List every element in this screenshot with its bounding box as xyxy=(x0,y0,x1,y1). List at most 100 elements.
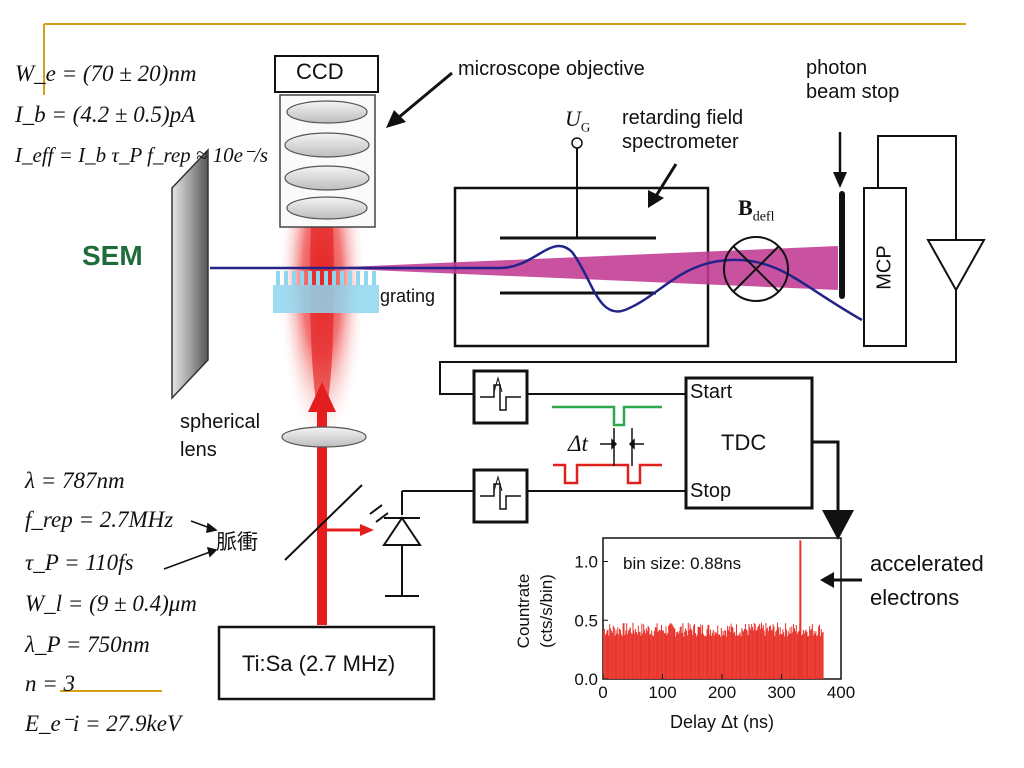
hist-bar xyxy=(690,628,692,679)
hist-bar xyxy=(625,630,627,679)
discriminator-start xyxy=(472,369,529,425)
hist-bar xyxy=(731,626,733,679)
hist-bar xyxy=(795,624,797,679)
hist-bar xyxy=(672,626,674,679)
hist-bar xyxy=(806,632,808,679)
photodiode-icon xyxy=(369,490,474,597)
photon-beam xyxy=(322,246,838,290)
start-label: Start xyxy=(690,381,733,403)
hist-bar xyxy=(772,624,774,679)
hist-bar xyxy=(737,635,739,679)
hist-bar xyxy=(647,625,649,679)
spherical-label-2: lens xyxy=(180,439,217,461)
hist-bar xyxy=(718,634,720,679)
hist-bar xyxy=(752,627,754,679)
grating-icon xyxy=(273,271,379,313)
hist-bar xyxy=(728,626,730,679)
hist-bar xyxy=(627,630,629,679)
param-taup: τ_P = 110fs xyxy=(25,550,134,575)
hist-bar xyxy=(721,635,723,679)
hist-bar xyxy=(652,635,654,679)
hist-bar xyxy=(727,626,729,679)
hist-bar xyxy=(674,628,676,679)
mcp-wiring xyxy=(439,135,986,395)
hist-bar xyxy=(669,623,671,679)
hist-bar xyxy=(666,634,668,679)
hist-bar xyxy=(725,630,727,679)
hist-bar xyxy=(782,629,784,679)
hist-bar xyxy=(744,623,746,679)
hist-bar xyxy=(614,635,616,679)
hist-bar xyxy=(738,634,740,679)
beam-splitter xyxy=(284,484,363,561)
hist-bar xyxy=(730,623,732,679)
hist-bar xyxy=(687,622,689,679)
accelerated-label-1: accelerated xyxy=(870,551,984,576)
hist-xtick-label: 0 xyxy=(598,683,607,702)
tdc-label: TDC xyxy=(721,430,767,455)
hist-bar xyxy=(651,630,653,679)
hist-bar xyxy=(719,634,721,679)
hist-bar xyxy=(740,636,742,679)
hist-bar xyxy=(644,633,646,679)
hist-bar xyxy=(724,629,726,679)
hist-bar xyxy=(689,624,691,679)
hist-bar xyxy=(661,624,663,679)
hist-bar xyxy=(817,634,819,679)
hist-bar xyxy=(636,634,638,679)
hist-bar xyxy=(801,635,803,679)
hist-bar xyxy=(732,627,734,679)
hist-bar xyxy=(783,632,785,679)
hist-bar xyxy=(709,634,711,679)
hist-bar xyxy=(609,624,611,679)
hist-bar xyxy=(743,631,745,679)
hist-bar xyxy=(640,635,642,679)
hist-ytick-label: 1.0 xyxy=(574,553,598,572)
hist-bar xyxy=(712,629,714,679)
hist-bar xyxy=(790,633,792,679)
hist-bar xyxy=(770,629,772,679)
hist-bar xyxy=(620,634,622,679)
sem-label: SEM xyxy=(82,240,143,271)
retarding-label-1: retarding field xyxy=(622,107,744,129)
hist-bar xyxy=(619,628,621,679)
mcp-box xyxy=(863,187,907,347)
bdefl-coil-icon xyxy=(723,236,789,302)
hist-bar xyxy=(676,632,678,679)
hist-bar xyxy=(729,631,731,679)
hist-bar xyxy=(611,632,613,679)
hist-bar xyxy=(700,624,702,679)
hist-bar xyxy=(667,632,669,679)
hist-bar xyxy=(765,622,767,679)
hist-bar xyxy=(777,622,779,679)
hist-bar xyxy=(774,635,776,679)
hist-bar xyxy=(784,636,786,679)
hist-bar xyxy=(810,630,812,679)
hist-bar xyxy=(644,630,646,679)
hist-bar xyxy=(762,625,764,679)
hist-bar xyxy=(816,636,818,679)
hist-bar xyxy=(821,632,823,679)
param-ee: E_e⁻i = 27.9keV xyxy=(25,711,182,736)
hist-bar xyxy=(691,630,693,679)
photon-label-2: beam stop xyxy=(806,81,900,103)
hist-bar xyxy=(681,632,683,679)
hist-bar xyxy=(726,636,728,679)
hist-bar xyxy=(630,632,632,679)
stop-label: Stop xyxy=(690,480,732,502)
param-ib: I_b = (4.2 ± 0.5)pA xyxy=(15,102,196,127)
hist-bar xyxy=(613,627,615,679)
hist-bar xyxy=(775,631,777,679)
hist-xtick-label: 200 xyxy=(708,683,736,702)
hist-bar xyxy=(717,625,719,679)
hist-bar xyxy=(678,631,680,679)
hist-bar xyxy=(818,624,820,679)
hist-bar xyxy=(617,627,619,679)
hist-xtick-label: 100 xyxy=(648,683,676,702)
hist-bar xyxy=(643,624,645,679)
hist-bar xyxy=(754,624,756,679)
hist-bar xyxy=(616,633,618,679)
hist-bar xyxy=(626,623,628,679)
hist-bar xyxy=(802,629,804,679)
hist-bar xyxy=(606,630,608,679)
